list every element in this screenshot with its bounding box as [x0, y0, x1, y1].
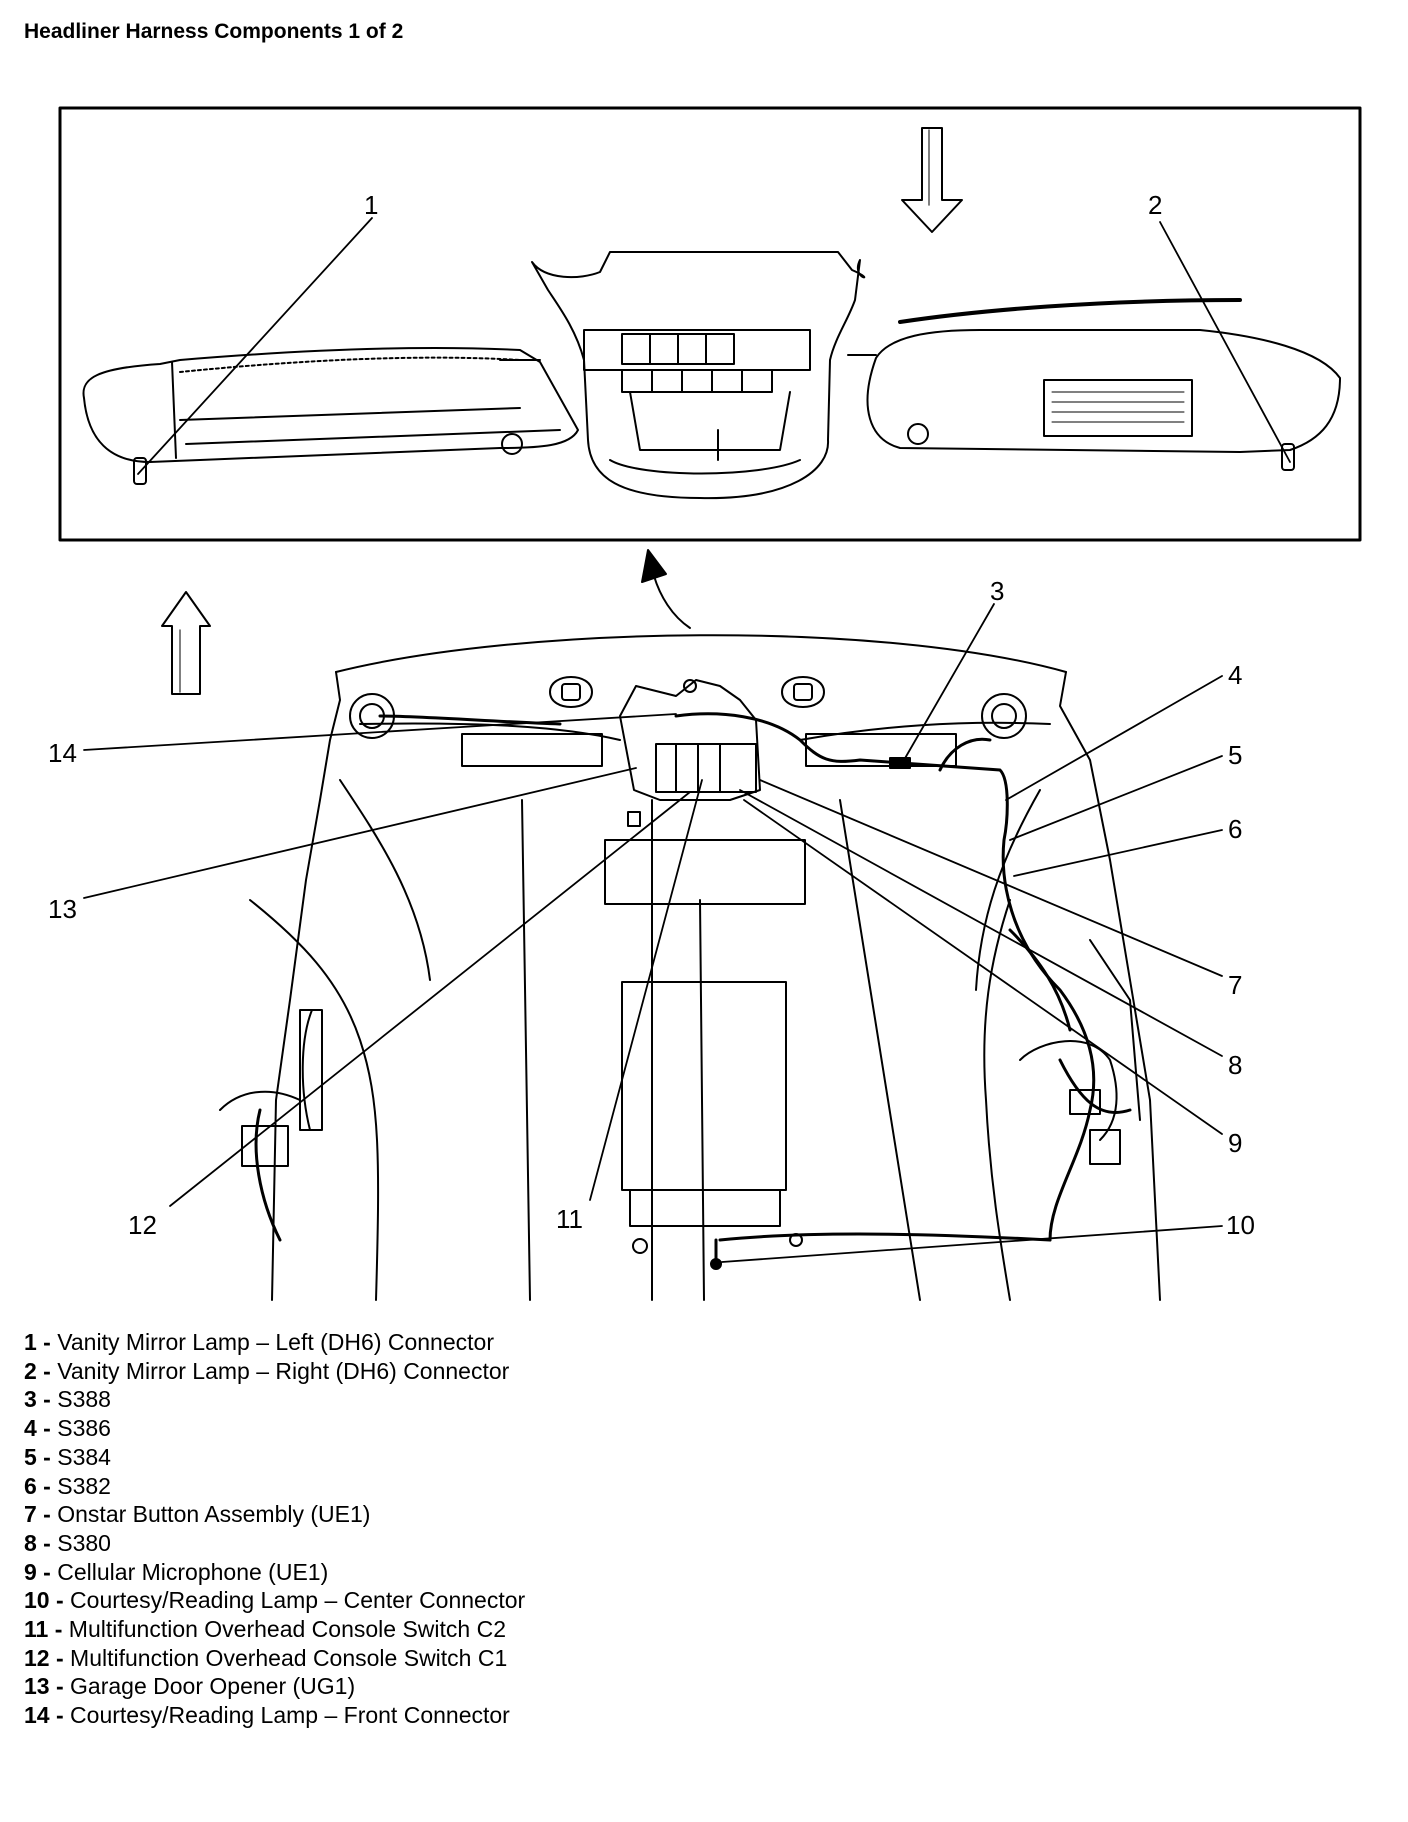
legend-item: 12 - Multifunction Overhead Console Swit…: [24, 1644, 525, 1673]
legend-item: 11 - Multifunction Overhead Console Swit…: [24, 1615, 525, 1644]
callout-10: 10: [1226, 1210, 1255, 1240]
legend-item-text: Vanity Mirror Lamp – Right (DH6) Connect…: [57, 1357, 510, 1384]
page-title: Headliner Harness Components 1 of 2: [24, 20, 404, 43]
headliner-panel: [249, 634, 1161, 1301]
wiring-harness: [254, 712, 1132, 1264]
legend-separator: -: [49, 1587, 71, 1614]
left-grab-handle-mount: [549, 676, 593, 708]
callout-9: 9: [1228, 1128, 1242, 1158]
legend-item: 9 - Cellular Microphone (UE1): [24, 1558, 525, 1587]
legend-item-number: 4: [24, 1415, 37, 1442]
legend-item: 1 - Vanity Mirror Lamp – Left (DH6) Conn…: [24, 1328, 525, 1357]
legend-item-text: Vanity Mirror Lamp – Left (DH6) Connecto…: [57, 1329, 494, 1355]
callout-4: 4: [1228, 660, 1242, 690]
legend-item-number: 11: [24, 1616, 49, 1643]
legend-item: 6 - S382: [24, 1472, 525, 1501]
legend-item-text: S386: [57, 1415, 111, 1442]
detail-frame: [58, 106, 1362, 542]
legend-item-text: S382: [57, 1472, 111, 1499]
left-sun-visor: [82, 347, 579, 485]
callout-1: 1: [364, 190, 378, 220]
console-mounting-bracket: [619, 679, 761, 827]
legend-separator: -: [36, 1472, 58, 1499]
right-pillar-components: [1019, 939, 1141, 1165]
legend-item-number: 6: [24, 1472, 37, 1499]
callout-5: 5: [1228, 740, 1242, 770]
callout-7: 7: [1228, 970, 1242, 1000]
callout-6: 6: [1228, 814, 1242, 844]
front-direction-arrow-icon: [161, 591, 211, 695]
legend-item-text: Courtesy/Reading Lamp – Center Connector: [70, 1587, 526, 1614]
leader-lines: [83, 217, 1291, 1263]
legend-separator: -: [36, 1357, 58, 1384]
legend-item: 13 - Garage Door Opener (UG1): [24, 1672, 525, 1701]
callout-14: 14: [48, 738, 77, 768]
legend-item-number: 10: [24, 1587, 50, 1614]
legend-item-text: S388: [57, 1386, 111, 1413]
splice-s388: [889, 757, 911, 769]
callout-8: 8: [1228, 1050, 1242, 1080]
legend-item-number: 14: [24, 1702, 50, 1729]
legend-separator: -: [49, 1644, 71, 1671]
callout-labels: 1 2 3 4 5 6 7 8 9 10 11 12 13 14: [48, 190, 1255, 1240]
right-sun-visor: [499, 298, 1341, 471]
right-visor-pivot: [981, 693, 1027, 739]
left-pillar-components: [219, 1009, 323, 1167]
detail-link-arrow-icon: [653, 575, 691, 629]
legend-item-number: 3: [24, 1386, 37, 1413]
legend-item-number: 2: [24, 1357, 37, 1384]
legend-item-text: Garage Door Opener (UG1): [70, 1673, 356, 1700]
legend-item-number: 5: [24, 1443, 37, 1470]
component-legend: 1 - Vanity Mirror Lamp – Left (DH6) Conn…: [24, 1328, 525, 1730]
legend-item: 8 - S380: [24, 1529, 525, 1558]
headliner-illustration: 1 2 3 4 5 6 7 8 9 10 11 12 13 14: [48, 106, 1362, 1301]
legend-separator: -: [36, 1415, 58, 1442]
overhead-console: [531, 251, 866, 500]
legend-item: 10 - Courtesy/Reading Lamp – Center Conn…: [24, 1586, 525, 1615]
legend-item-number: 12: [24, 1644, 50, 1671]
legend-separator: -: [36, 1558, 58, 1585]
legend-item-text: Courtesy/Reading Lamp – Front Connector: [70, 1702, 510, 1729]
view-arrow-down-icon: [901, 127, 963, 233]
legend-item: 2 - Vanity Mirror Lamp – Right (DH6) Con…: [24, 1357, 525, 1386]
callout-2: 2: [1148, 190, 1162, 220]
legend-item: 14 - Courtesy/Reading Lamp – Front Conne…: [24, 1701, 525, 1730]
legend-separator: -: [36, 1501, 58, 1528]
legend-separator: -: [36, 1386, 58, 1413]
legend-item: 7 - Onstar Button Assembly (UE1): [24, 1500, 525, 1529]
legend-item-number: 8: [24, 1529, 37, 1556]
legend-item-text: S380: [57, 1529, 111, 1556]
legend-separator: -: [49, 1673, 71, 1700]
right-grab-handle-mount: [781, 676, 825, 708]
legend-separator: -: [36, 1443, 58, 1470]
legend-item-text: Multifunction Overhead Console Switch C1: [70, 1644, 508, 1671]
legend-item-number: 7: [24, 1501, 37, 1528]
legend-item-text: Cellular Microphone (UE1): [57, 1558, 329, 1585]
center-lamp-connector: [710, 1258, 722, 1270]
legend-item: 3 - S388: [24, 1385, 525, 1414]
legend-separator: -: [49, 1702, 71, 1729]
legend-item: 5 - S384: [24, 1443, 525, 1472]
legend-item-number: 13: [24, 1673, 50, 1700]
legend-item-text: Multifunction Overhead Console Switch C2: [68, 1616, 506, 1643]
legend-item: 4 - S386: [24, 1414, 525, 1443]
legend-item-number: 1: [24, 1329, 37, 1355]
callout-12: 12: [128, 1210, 157, 1240]
legend-separator: -: [48, 1616, 69, 1643]
callout-11: 11: [556, 1204, 583, 1234]
callout-3: 3: [990, 576, 1004, 606]
legend-item-number: 9: [24, 1558, 37, 1585]
legend-item-text: Onstar Button Assembly (UE1): [57, 1501, 371, 1528]
legend-item-text: S384: [57, 1443, 111, 1470]
legend-separator: -: [36, 1329, 58, 1355]
callout-13: 13: [48, 894, 77, 924]
legend-separator: -: [36, 1529, 58, 1556]
